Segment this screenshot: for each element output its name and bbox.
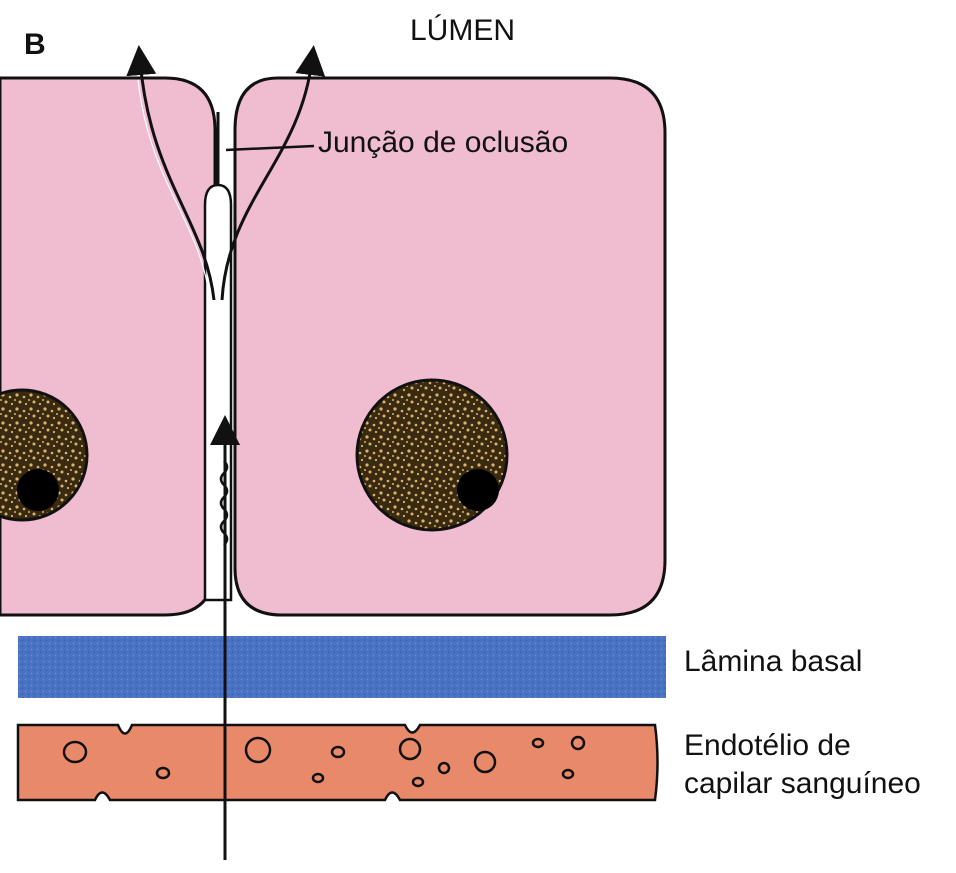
left-epithelial-cell [0, 78, 215, 615]
endothelium-label: Endotélio de capilar sanguíneo [684, 727, 921, 803]
basal-lamina-band [18, 636, 666, 698]
lumen-label: LÚMEN [410, 14, 515, 48]
endothelium-band [18, 725, 658, 800]
panel-letter: B [24, 28, 46, 62]
endothelium-label-line1: Endotélio de [684, 727, 921, 765]
basal-lamina-label: Lâmina basal [684, 645, 862, 679]
left-nucleolus [17, 469, 59, 511]
tight-junction-label: Junção de oclusão [318, 126, 568, 160]
right-nucleolus [457, 469, 499, 511]
endothelium-label-line2: capilar sanguíneo [684, 765, 921, 803]
